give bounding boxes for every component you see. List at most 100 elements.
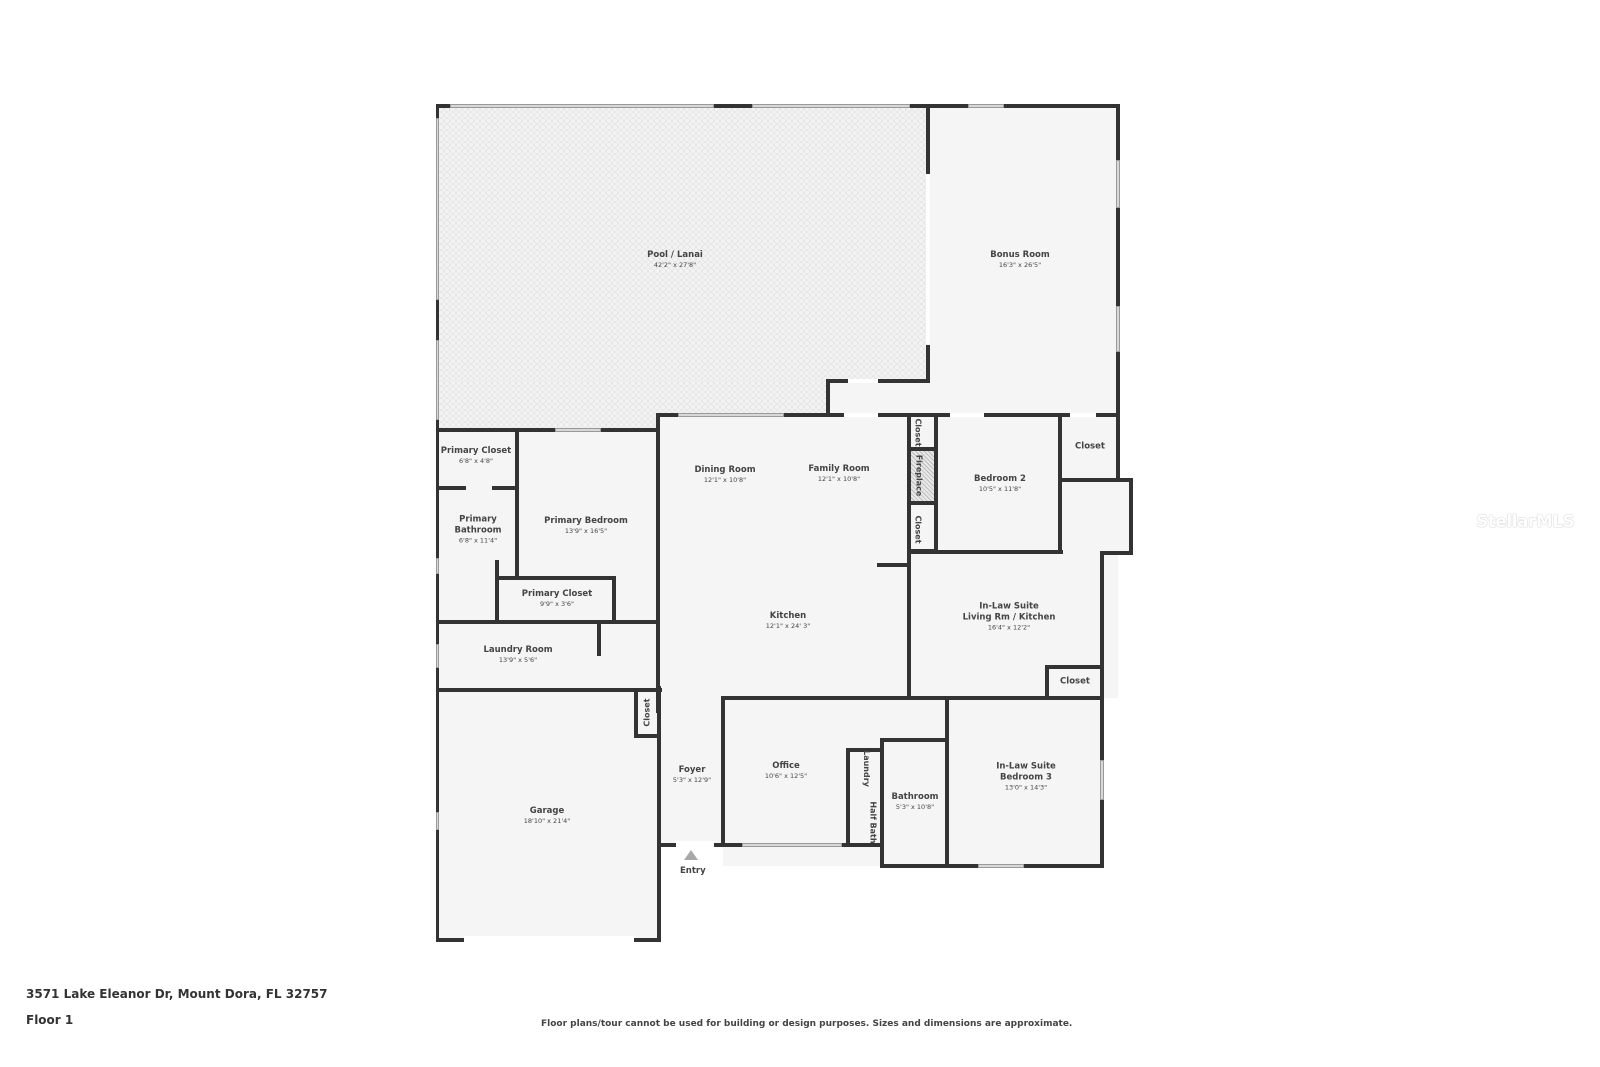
disclaimer-text: Floor plans/tour cannot be used for buil… xyxy=(541,1019,1073,1029)
wall xyxy=(846,748,850,846)
entry-arrow-icon xyxy=(684,850,698,860)
window xyxy=(436,118,439,300)
wall xyxy=(492,486,518,490)
wall xyxy=(1129,478,1133,554)
wall xyxy=(1045,665,1049,698)
window xyxy=(1116,160,1120,208)
wall xyxy=(907,501,937,505)
window xyxy=(450,104,714,108)
east-wing-area xyxy=(910,416,1118,698)
wall xyxy=(436,104,439,942)
room-label-foyer: Foyer 5'3" x 12'9" xyxy=(672,765,712,784)
fireplace-hatch xyxy=(911,451,934,501)
window xyxy=(968,104,1004,108)
half-bath-line1: Half xyxy=(868,801,878,820)
room-label-inlaw-bedroom-3: In-Law Suite Bedroom 3 13'0" x 14'3" xyxy=(996,761,1056,792)
wall xyxy=(438,486,466,490)
wall xyxy=(1116,478,1132,482)
wall xyxy=(721,696,1104,700)
wall xyxy=(1058,478,1118,482)
room-label-laundry-room: Laundry Room 13'9" x 5'6" xyxy=(483,645,553,664)
wall xyxy=(907,413,911,699)
wall xyxy=(934,413,938,553)
room-label-primary-closet: Primary Closet 6'8" x 4'8" xyxy=(440,446,512,465)
window xyxy=(436,812,439,830)
wall xyxy=(721,696,725,846)
wall xyxy=(657,413,1119,417)
room-label-pool-lanai: Pool / Lanai 42'2" x 27'8" xyxy=(647,250,703,269)
wall xyxy=(495,560,499,622)
door-opening xyxy=(844,413,878,417)
room-label-dining-room: Dining Room 12'1" x 10'8" xyxy=(694,465,756,484)
wall xyxy=(612,576,616,622)
wall xyxy=(1100,551,1104,868)
wall xyxy=(634,734,660,738)
room-label-closet-top: Closet xyxy=(913,418,923,447)
room-label-primary-closet-2: Primary Closet 9'9" x 3'6" xyxy=(521,589,593,608)
floor-label: Floor 1 xyxy=(26,1013,74,1027)
wall xyxy=(495,576,615,580)
door-opening xyxy=(1070,413,1096,417)
wall xyxy=(877,563,909,567)
property-address: 3571 Lake Eleanor Dr, Mount Dora, FL 327… xyxy=(26,987,328,1001)
window xyxy=(436,644,439,668)
wall xyxy=(634,688,638,738)
wall xyxy=(1100,551,1133,555)
room-label-bonus-room: Bonus Room 16'3" x 26'5" xyxy=(990,250,1050,269)
wall xyxy=(907,550,1063,554)
wall xyxy=(926,104,930,174)
wall xyxy=(1116,104,1120,480)
window xyxy=(1100,760,1104,800)
room-label-fireplace: Fireplace xyxy=(914,454,924,497)
room-label-laundry: Laundry xyxy=(861,750,871,787)
room-label-primary-bedroom: Primary Bedroom 13'9" x 16'5" xyxy=(544,516,628,535)
room-label-closet-right: Closet xyxy=(1075,441,1105,452)
room-label-closet-mid: Closet xyxy=(913,515,923,544)
west-wing-area xyxy=(438,430,658,940)
wall xyxy=(515,430,519,578)
window xyxy=(555,428,601,432)
room-label-kitchen: Kitchen 12'1" x 24' 3" xyxy=(765,611,811,630)
door-opening xyxy=(676,841,714,849)
door-opening xyxy=(950,413,984,417)
room-label-garage: Garage 18'10" x 21'4" xyxy=(523,806,571,825)
door-opening xyxy=(848,379,878,383)
wall xyxy=(1058,413,1062,554)
room-label-half-bath: Half Bath xyxy=(869,801,878,843)
bonus-room-area xyxy=(928,106,1118,416)
window xyxy=(978,864,1024,868)
room-label-family-room: Family Room 12'1" x 10'8" xyxy=(808,464,870,483)
wall xyxy=(826,379,830,416)
wall xyxy=(880,738,884,868)
wall xyxy=(656,413,660,713)
window xyxy=(1116,306,1120,352)
room-label-bathroom: Bathroom 5'3" x 10'8" xyxy=(891,792,939,811)
south-east-area xyxy=(723,698,1103,866)
room-label-office: Office 10'6" x 12'5" xyxy=(764,761,808,780)
wall xyxy=(1045,665,1103,669)
east-bump-area xyxy=(1060,480,1130,552)
wall xyxy=(657,686,661,942)
wall xyxy=(826,379,930,383)
watermark-logo: StellarMLS xyxy=(1476,512,1575,532)
window xyxy=(752,104,910,108)
room-label-primary-bathroom: Primary Bathroom 6'8" x 11'4" xyxy=(454,514,502,545)
room-label-closet-foyer: Closet xyxy=(642,698,652,727)
wall xyxy=(945,698,949,868)
wall xyxy=(907,447,937,451)
wall xyxy=(438,688,662,692)
wall xyxy=(880,738,948,742)
door-opening xyxy=(464,936,634,944)
window xyxy=(742,843,842,847)
room-label-inlaw-living: In-Law Suite Living Rm / Kitchen 16'4" x… xyxy=(962,601,1056,632)
wall xyxy=(438,620,658,624)
window xyxy=(436,558,439,574)
window xyxy=(678,413,784,417)
room-label-closet-inlaw: Closet xyxy=(1060,676,1090,687)
bonus-room-alcove xyxy=(828,380,928,416)
wall xyxy=(846,748,882,752)
window xyxy=(436,340,439,420)
room-label-bedroom-2: Bedroom 2 10'5" x 11'8" xyxy=(974,474,1026,493)
wall xyxy=(436,428,658,432)
